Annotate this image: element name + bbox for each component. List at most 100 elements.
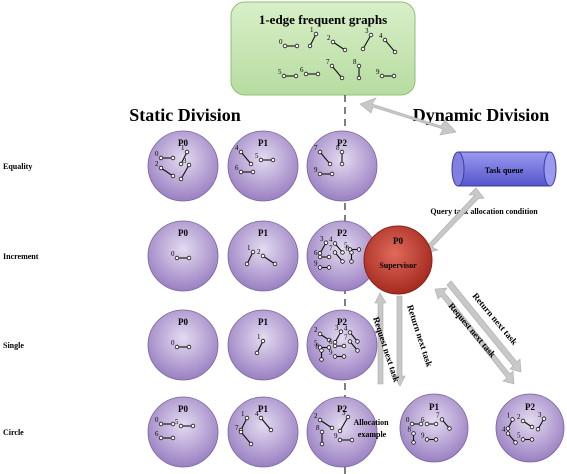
edge-label: 1: [181, 144, 185, 152]
edge-7: 7: [344, 334, 360, 353]
partition-node: P0 0: [147, 309, 219, 381]
partition-title: P2: [337, 404, 347, 414]
edge-6: 6: [314, 249, 332, 260]
edge-4: 4: [502, 426, 518, 445]
edge-5: 5: [517, 432, 535, 442]
edge-1: 1: [254, 333, 266, 356]
edge-1: 1: [244, 244, 256, 267]
edge-6: 6: [421, 416, 439, 427]
partition-title: P2: [337, 317, 347, 327]
edge-label: 2: [257, 248, 261, 256]
frequent-graphs-box: 1-edge frequent graphs 0 1 2 3 4 5 6 7 8 9: [230, 1, 416, 96]
edge-label: 6: [421, 416, 425, 424]
edge-0: 0: [171, 339, 192, 350]
edge-label: 0: [171, 339, 175, 347]
edge-0: 0: [406, 416, 424, 427]
edge-9: 9: [376, 68, 397, 79]
edge-label: 7: [436, 412, 440, 420]
edge-label: 2: [155, 160, 159, 168]
partition-node: P2 7 8 9: [306, 130, 378, 202]
frequent-graphs-title: 1-edge frequent graphs: [259, 12, 387, 27]
edge-label: 7: [314, 144, 318, 152]
edge-label: 4: [379, 32, 383, 40]
edge-7: 7: [314, 144, 333, 167]
partition-node: P11: [227, 309, 299, 381]
edge-label: 6: [235, 164, 239, 172]
edge-8: 8: [316, 343, 324, 362]
edge-3: 3: [535, 411, 547, 432]
edge-label: 5: [278, 68, 282, 76]
edge-label: 9: [314, 166, 318, 174]
edge-2: 2: [517, 413, 535, 430]
edge-8: 8: [408, 426, 416, 445]
edge-label: 9: [376, 68, 380, 76]
edge-label: 6: [314, 249, 318, 257]
edge-label: 3: [365, 27, 369, 35]
edge-8: 8: [353, 58, 362, 81]
dynamic-division-title: Dynamic Division: [413, 105, 550, 125]
edge-label: 0: [279, 38, 283, 46]
edge-8: 8: [316, 424, 325, 447]
edge-9: 9: [314, 260, 332, 270]
partition-title: P0: [178, 138, 188, 148]
edge-label: 6: [329, 338, 333, 346]
edge-label: 8: [316, 343, 320, 351]
edge-9: 9: [334, 432, 355, 443]
edge-5: 5: [255, 152, 276, 163]
edge-label: 8: [336, 144, 340, 152]
allocation-label: Allocation example: [353, 418, 390, 439]
edge-0: 0: [279, 38, 300, 49]
edge-4: 4: [344, 325, 360, 344]
edge-label: 4: [235, 144, 239, 152]
edge-label: 7: [326, 58, 330, 66]
edge-label: 1: [257, 333, 261, 341]
edge-7: 7: [436, 412, 452, 431]
partition-title: P2: [337, 228, 347, 238]
edge-label: 7: [344, 334, 348, 342]
edge-label: 3: [538, 411, 542, 419]
edge-label: 5: [517, 432, 521, 440]
partition-title: P2: [337, 138, 347, 148]
supervisor-name: P0: [393, 236, 403, 246]
edge-label: 6: [300, 66, 304, 74]
edge-2: 2: [155, 160, 176, 179]
edge-label: 0: [155, 416, 159, 424]
edge-label: 3: [335, 324, 339, 332]
edge-2: 2: [327, 34, 348, 53]
edge-1: 1: [505, 412, 515, 431]
edge-3: 3: [317, 235, 329, 256]
edge-5: 5: [344, 242, 362, 252]
p2-request-arrow: [434, 287, 515, 385]
row-label: Increment: [3, 252, 39, 261]
edge-6: 6: [300, 66, 321, 77]
query-label: Query task allocation condition: [430, 207, 538, 216]
edge-6: 6: [155, 430, 176, 441]
edge-7: 7: [235, 424, 254, 447]
row-label: Equality: [3, 162, 32, 171]
edge-9: 9: [314, 166, 335, 177]
query-arrow: [421, 187, 485, 255]
edge-3: 3: [360, 27, 374, 52]
edge-label: 5: [314, 340, 318, 348]
partition-title: P0: [178, 317, 188, 327]
edge-5: 5: [278, 68, 299, 79]
edge-6: 6: [329, 338, 347, 349]
edge-label: 3: [342, 409, 346, 417]
partition-title: P1: [258, 228, 268, 238]
edge-label: 1: [310, 26, 314, 34]
edge-label: 1: [507, 412, 511, 420]
edge-label: 1: [247, 244, 251, 252]
edge-0: 0: [171, 250, 192, 261]
partition-node: P00: [147, 220, 219, 292]
edge-7: 7: [329, 245, 345, 264]
edge-9: 9: [421, 432, 439, 442]
edge-4: 4: [255, 410, 274, 433]
